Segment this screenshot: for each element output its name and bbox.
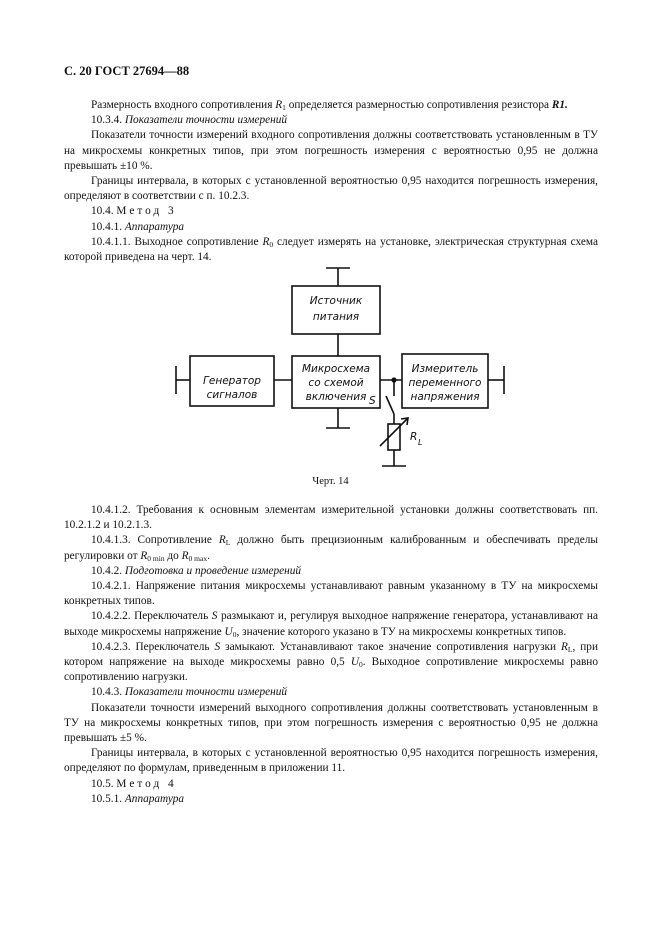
chip-box — [291, 355, 381, 409]
meter-label-3: напряжения — [410, 391, 479, 403]
power-label-2: питания — [313, 311, 359, 323]
page-header: С. 20 ГОСТ 27694—88 — [64, 64, 190, 78]
paragraph-10-4-1-2: 10.4.1.2. Требования к основным элемента… — [64, 504, 598, 532]
power-supply-box — [291, 285, 381, 335]
section-10-4-3: 10.4.3. Показатели точности измерений — [91, 686, 288, 699]
section-10-5-1: 10.5.1. Аппаратура — [91, 792, 185, 805]
load-resistor-arrowhead — [400, 417, 409, 426]
resistor-label: R — [410, 431, 417, 443]
paragraph-output-interval: Границы интервала, в которых с установле… — [64, 747, 598, 775]
bottom-text-block: 10.4.1.2. Требования к основным элемента… — [64, 503, 598, 807]
section-10-4-2: 10.4.2. Подготовка и проведение измерени… — [91, 564, 302, 577]
paragraph-input-accuracy: Показатели точности измерений входного с… — [64, 129, 598, 172]
section-10-5: 10.5. Метод 4 — [91, 777, 177, 790]
figure-caption: Черт. 14 — [312, 476, 349, 487]
paragraph-10-4-1-3: 10.4.1.3. Сопротивление RL должно быть п… — [64, 534, 598, 563]
paragraph-input-interval: Границы интервала, в которых с установле… — [64, 175, 598, 203]
switch-blade — [385, 395, 395, 415]
paragraph-input-resistance-dimension: Размерность входного сопротивления R1 оп… — [91, 99, 568, 112]
generator-label-1: Генератор — [203, 375, 261, 387]
paragraph-output-accuracy: Показатели точности измерений выходного … — [64, 701, 598, 745]
power-label-1: Источник — [310, 295, 363, 307]
resistor-label-sub: L — [418, 438, 422, 447]
paragraph-10-4-1-1: 10.4.1.1. Выходное сопротивление R0 след… — [64, 235, 598, 264]
chip-label-1: Микросхема — [302, 363, 370, 375]
chip-label-2: со схемой — [308, 377, 363, 389]
meter-label-1: Измеритель — [412, 363, 479, 375]
junction-dot — [391, 377, 397, 383]
switch-label: S — [369, 395, 376, 407]
section-10-3-4: 10.3.4. Показатели точности измерений — [91, 114, 288, 127]
paragraph-10-4-2-1: 10.4.2.1. Напряжение питания микросхемы … — [64, 580, 598, 608]
chip-label-3: включения — [306, 391, 367, 403]
top-text-block: Размерность входного сопротивления R1 оп… — [64, 98, 598, 265]
section-10-4: 10.4. Метод 3 — [91, 205, 177, 218]
load-resistor-arrow — [379, 417, 409, 447]
generator-label-2: сигналов — [207, 389, 258, 401]
section-10-4-1: 10.4.1. Аппаратура — [91, 220, 185, 233]
paragraph-10-4-2-3: 10.4.2.3. Переключатель S замыкают. Уста… — [64, 640, 598, 684]
meter-box — [401, 353, 489, 409]
paragraph-10-4-2-2: 10.4.2.2. Переключатель S размыкают и, р… — [64, 610, 598, 639]
generator-box — [189, 355, 275, 407]
meter-label-2: переменного — [409, 377, 482, 389]
